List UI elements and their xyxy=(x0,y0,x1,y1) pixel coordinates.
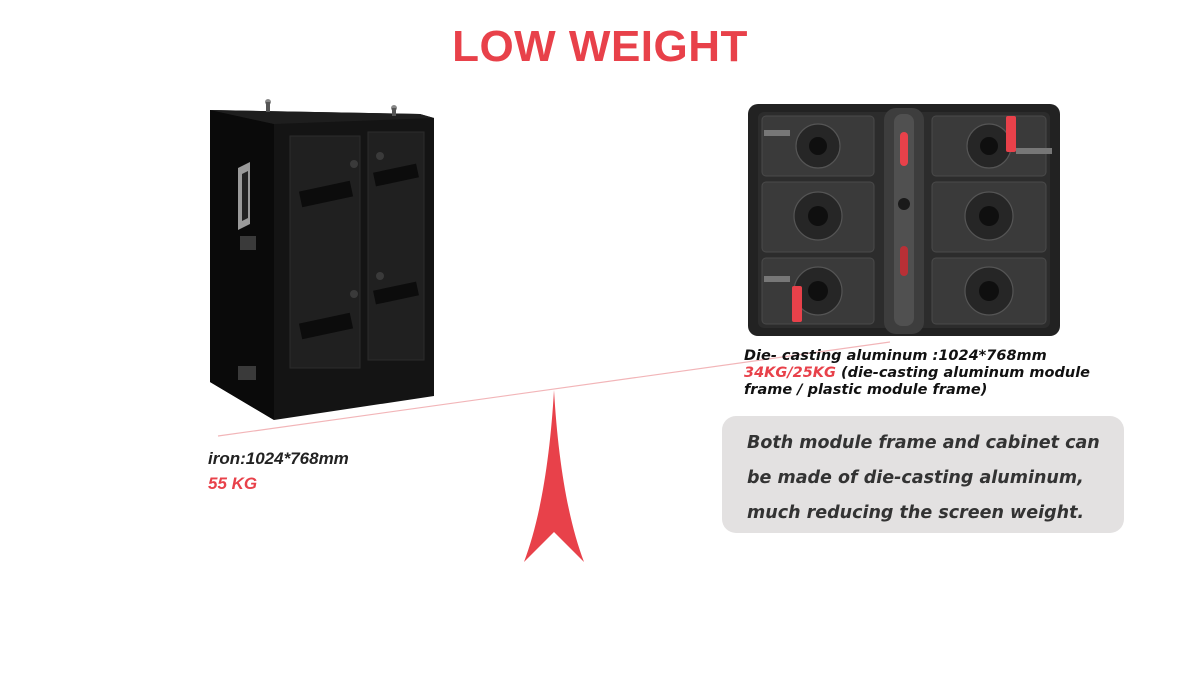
note-line: Both module frame and cabinet can xyxy=(747,433,1100,453)
aluminum-dimensions: Die- casting aluminum :1024*768mm xyxy=(744,348,1047,364)
iron-spec: iron:1024*768mm 55 KG xyxy=(208,446,349,496)
iron-cabinet-image xyxy=(210,99,434,420)
page-title: LOW WEIGHT xyxy=(452,22,748,71)
iron-weight: 55 KG xyxy=(208,474,258,493)
aluminum-spec: Die- casting aluminum :1024*768mm 34KG/2… xyxy=(744,348,1144,399)
aluminum-weight: 34KG/25KG xyxy=(744,365,836,381)
note-box: Both module frame and cabinet can be mad… xyxy=(722,416,1124,533)
aluminum-weight-note-1: (die-casting aluminum module xyxy=(835,365,1091,381)
iron-dimensions: iron:1024*768mm xyxy=(208,449,349,468)
balance-scale-icon xyxy=(217,341,890,562)
aluminum-cabinet-image xyxy=(748,104,1060,336)
note-line: be made of die-casting aluminum, xyxy=(747,468,1084,488)
note-line: much reducing the screen weight. xyxy=(747,503,1085,523)
aluminum-weight-line: 34KG/25KG (die-casting aluminum module xyxy=(744,365,1144,382)
aluminum-weight-note-2: frame / plastic module frame) xyxy=(744,382,988,398)
